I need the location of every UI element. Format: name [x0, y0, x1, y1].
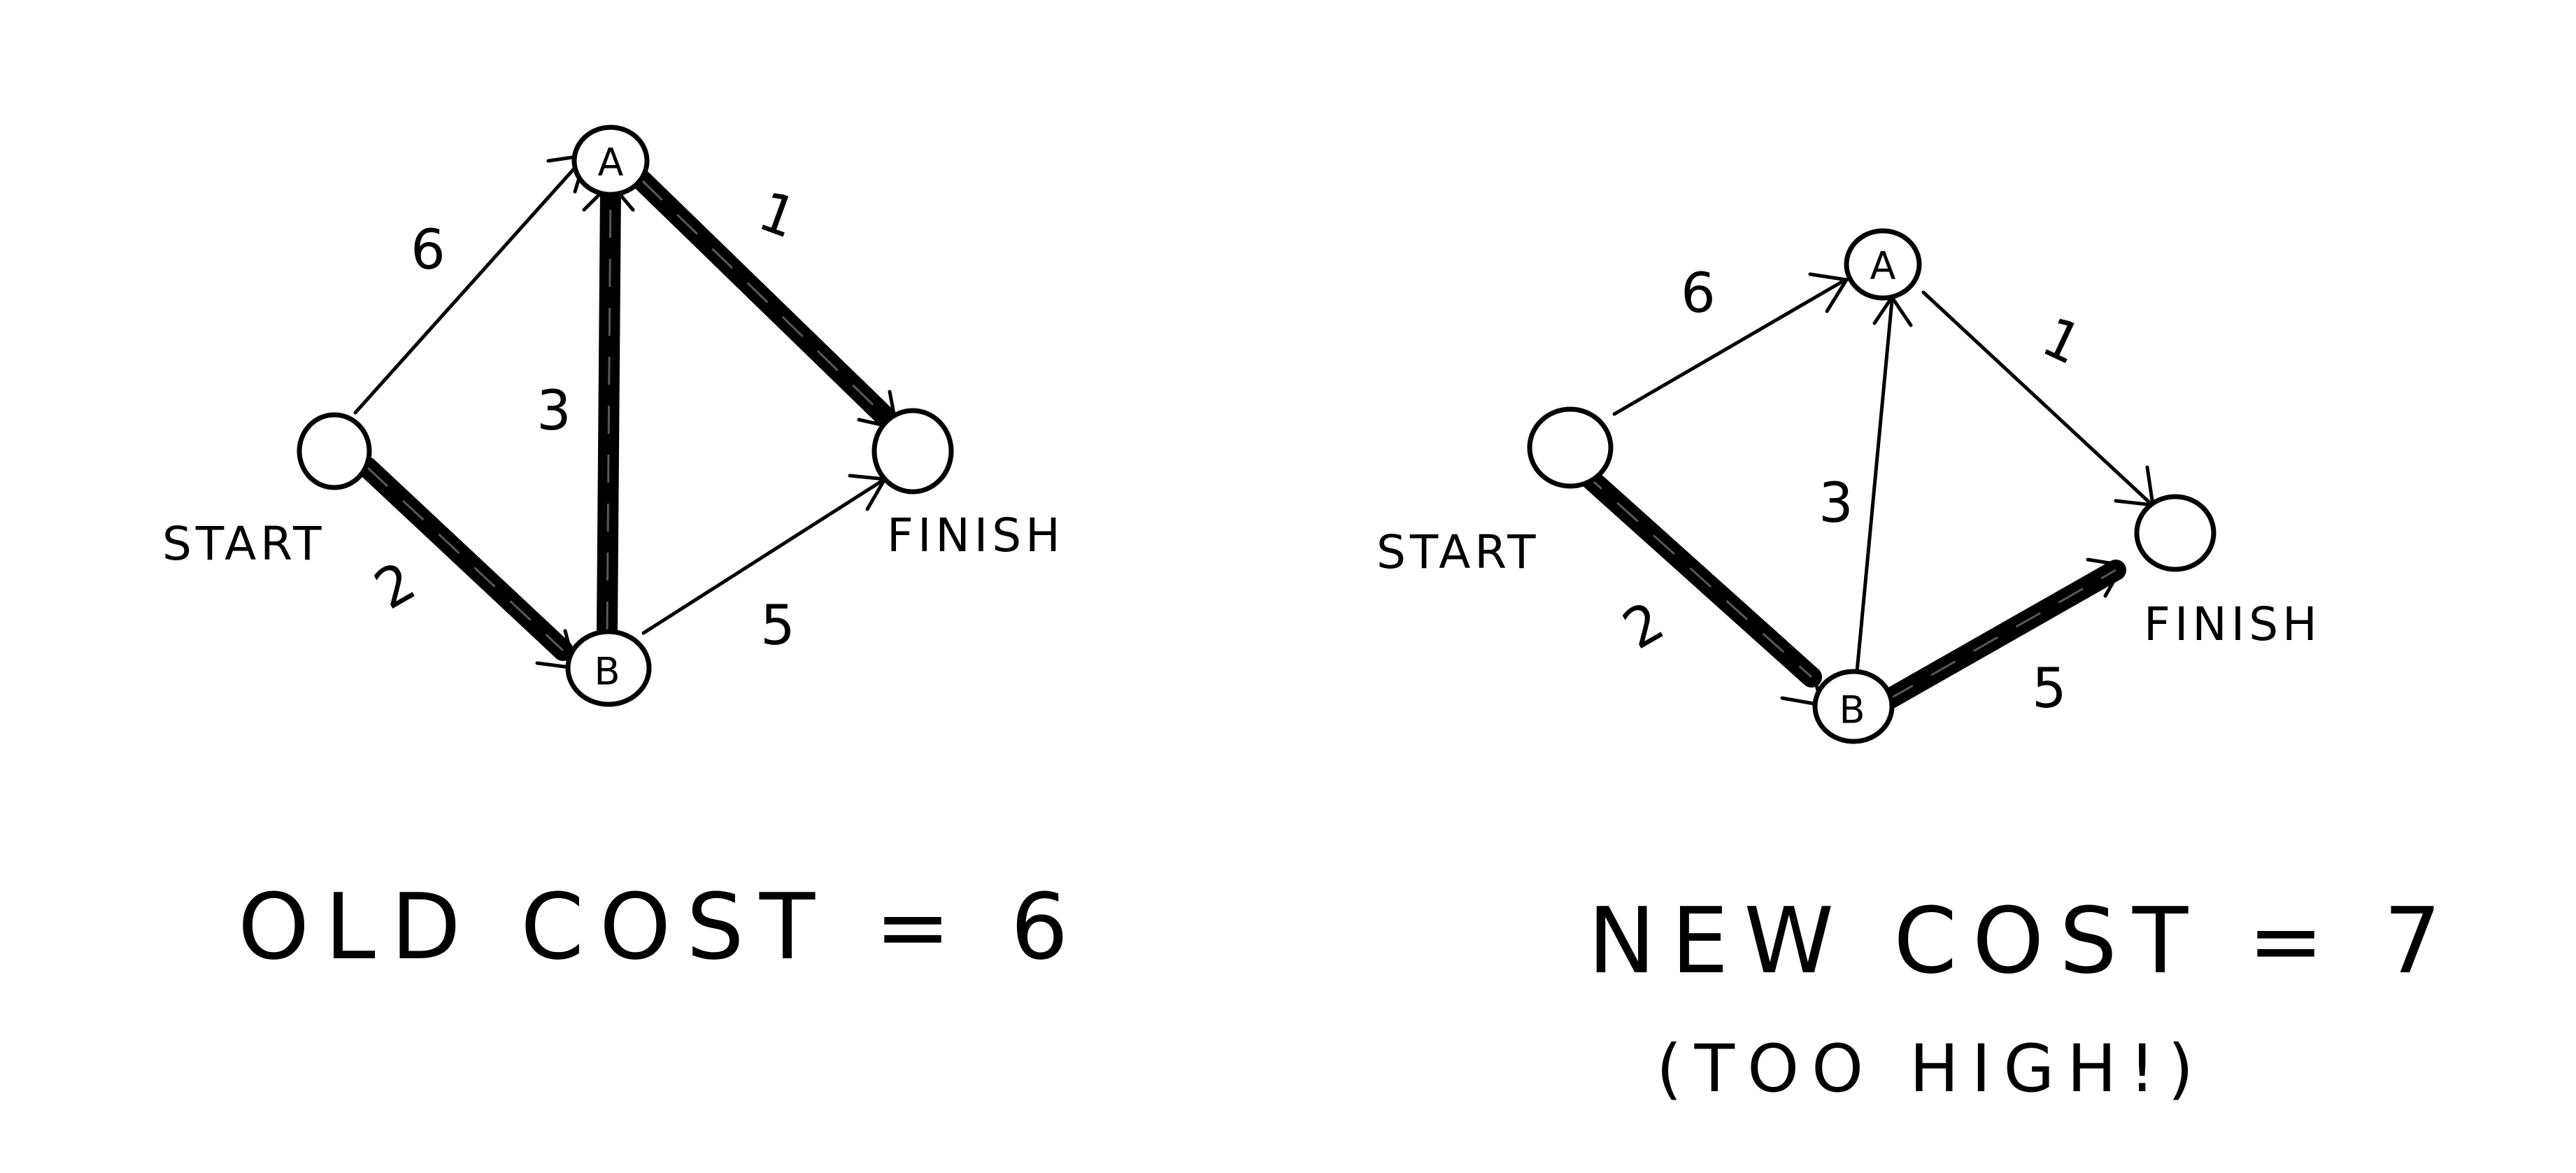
new-edge-a-finish [1921, 290, 2155, 507]
old-edge-start-a [353, 153, 588, 415]
old-weight-start-a: 6 [411, 219, 446, 282]
old-edge-b-a [582, 178, 635, 640]
old-weight-b-finish: 5 [760, 595, 795, 657]
old-weight-a-finish: 1 [750, 180, 804, 251]
new-edge-b-a [1855, 295, 1913, 674]
new-node-b: B [1812, 669, 1895, 744]
new-weight-start-b: 2 [1613, 590, 1674, 662]
new-edge-start-a [1612, 272, 1849, 416]
old-start-caption: START [162, 517, 326, 571]
new-start-caption: START [1376, 525, 1540, 579]
new-weight-b-a: 3 [1819, 472, 1853, 535]
new-node-a: A [1844, 228, 1922, 301]
old-graph: 6 2 3 1 5 A B START FINISH OLD COST = 6 [162, 125, 1083, 980]
new-cost-note: (TOO HIGH!) [1656, 1031, 2206, 1107]
new-edge-start-b [1570, 460, 1824, 707]
new-node-start [1527, 406, 1614, 489]
new-weight-start-a: 6 [1681, 262, 1716, 325]
old-node-b-label: B [594, 650, 620, 694]
new-weight-a-finish: 1 [2033, 306, 2091, 378]
new-node-finish [2134, 494, 2216, 572]
old-node-b: B [565, 629, 652, 707]
new-weight-b-finish: 5 [2032, 657, 2067, 720]
old-node-start [297, 412, 372, 490]
new-edge-b-finish [1878, 557, 2126, 710]
new-cost-text: NEW COST = 7 [1588, 888, 2457, 994]
new-node-a-label: A [1870, 244, 1896, 288]
old-node-finish [871, 408, 954, 495]
old-cost-text: OLD COST = 6 [238, 874, 1083, 980]
new-finish-caption: FINISH [2144, 597, 2321, 651]
new-graph: 6 2 3 1 5 A B START FINISH NEW COST = 7 … [1376, 228, 2457, 1107]
old-node-a-label: A [598, 141, 624, 185]
old-weight-b-a: 3 [536, 380, 571, 443]
new-node-b-label: B [1839, 688, 1865, 732]
old-weight-start-b: 2 [364, 550, 426, 623]
old-finish-caption: FINISH [887, 509, 1065, 562]
old-node-a: A [571, 125, 650, 197]
